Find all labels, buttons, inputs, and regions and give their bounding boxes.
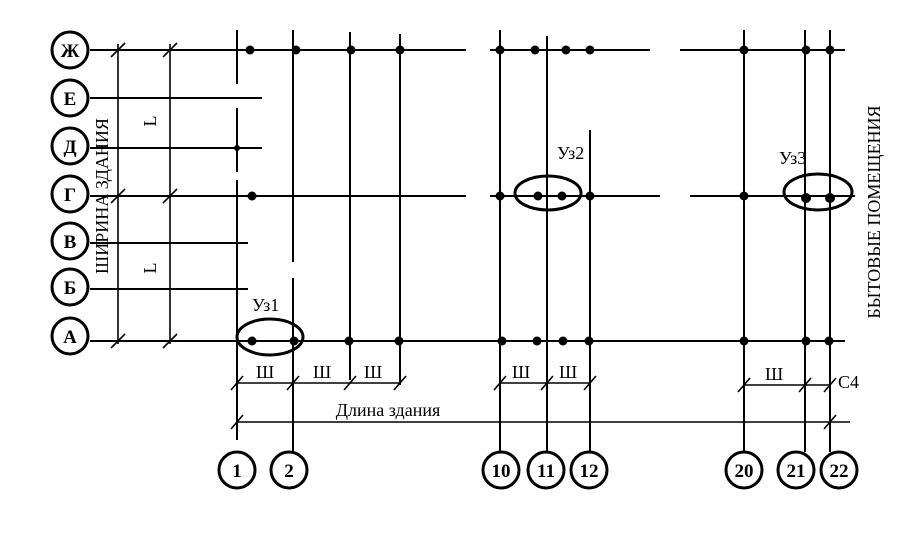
svg-text:20: 20 <box>735 461 754 482</box>
svg-text:22: 22 <box>830 461 849 482</box>
node-oval-uz3 <box>782 172 854 212</box>
svg-text:12: 12 <box>580 461 599 482</box>
svg-text:10: 10 <box>492 461 511 482</box>
svg-text:В: В <box>64 232 77 253</box>
row-axis-b: Б <box>50 267 90 307</box>
svg-text:Д: Д <box>63 137 76 158</box>
svg-text:А: А <box>63 327 77 348</box>
column-axis-21: 21 <box>776 450 816 490</box>
column-axis-12: 12 <box>569 450 609 490</box>
row-axis-a: А <box>50 316 90 356</box>
step-label-5: Ш <box>559 362 577 382</box>
end-label-c4: С4 <box>838 372 859 392</box>
node-label-uz1: Уз1 <box>252 295 279 315</box>
row-axis-g: Г <box>50 174 90 214</box>
column-axis-1: 1 <box>217 450 257 490</box>
svg-text:2: 2 <box>284 461 294 482</box>
joint-dots <box>234 45 835 346</box>
step-label-1: Ш <box>256 362 274 382</box>
row-axis-v: В <box>50 221 90 261</box>
svg-text:Б: Б <box>64 278 77 299</box>
service-rooms-label: БЫТОВЫЕ ПОМЕЩЕНИЯ <box>864 105 884 318</box>
row-axis-bubbles: Ж Е Д Г В Б А <box>50 30 90 356</box>
column-axis-bubbles: 1 2 10 11 12 20 21 22 <box>217 450 859 490</box>
building-width-label: ШИРИНА ЗДАНИЯ <box>92 118 112 274</box>
svg-text:Е: Е <box>64 89 77 110</box>
svg-text:Г: Г <box>64 185 76 206</box>
column-axis-20: 20 <box>724 450 764 490</box>
column-axis-10: 10 <box>481 450 521 490</box>
svg-text:21: 21 <box>787 461 806 482</box>
dimension-lines <box>110 42 850 430</box>
column-axis-11: 11 <box>526 450 566 490</box>
node-oval-uz2 <box>513 174 583 212</box>
column-lines <box>236 30 831 452</box>
row-axis-ye: Е <box>50 78 90 118</box>
step-label-4: Ш <box>512 362 530 382</box>
span-label-lower: L <box>140 263 160 274</box>
row-axis-zh: Ж <box>50 30 90 70</box>
node-oval-uz1 <box>235 317 305 357</box>
row-axis-d: Д <box>50 126 90 166</box>
step-label-3: Ш <box>364 362 382 382</box>
step-label-6: Ш <box>765 364 783 384</box>
svg-text:11: 11 <box>537 461 555 482</box>
node-label-uz2: Уз2 <box>557 143 584 163</box>
node-label-uz3: Уз3 <box>779 148 806 168</box>
column-axis-22: 22 <box>819 450 859 490</box>
building-length-label: Длина здания <box>336 400 441 420</box>
column-axis-2: 2 <box>269 450 309 490</box>
svg-text:Ж: Ж <box>61 41 80 62</box>
step-label-2: Ш <box>313 362 331 382</box>
svg-text:1: 1 <box>232 461 242 482</box>
span-label-upper: L <box>140 116 160 127</box>
